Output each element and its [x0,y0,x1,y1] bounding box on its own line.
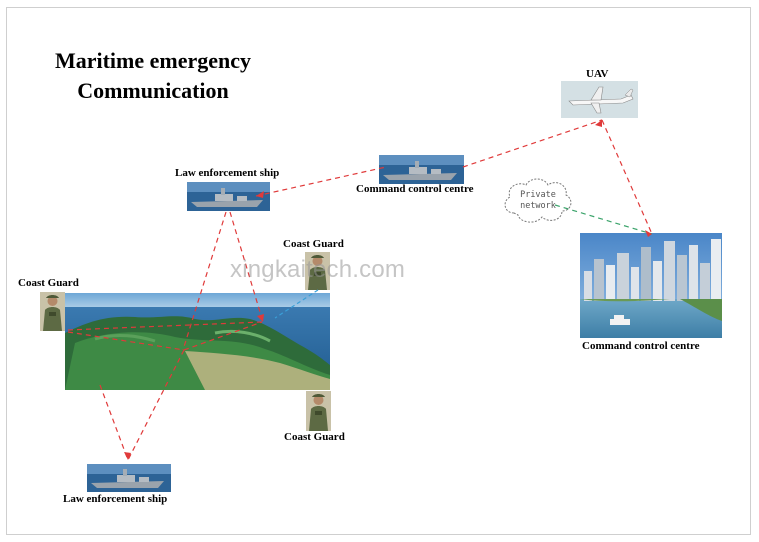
link-island-to-ship-bottom-right [127,349,185,461]
link-command-to-uav [462,119,603,168]
link-network-to-city [554,204,653,235]
link-ship-top-to-island-left [182,211,227,351]
command-centre-city-label: Command control centre [582,340,700,352]
uav-label: UAV [586,68,609,80]
law-ship-top-label: Law enforcement ship [175,167,280,179]
watermark-text: xingkaitech.com [230,256,406,283]
coast-guard-icon-right-bottom [306,391,331,431]
link-island-cross-1 [67,321,263,331]
private-network-label: Private network [512,190,564,212]
ship-image-center [379,155,464,184]
arrowhead-ship-bottom [124,452,131,460]
ship-image-top-left [187,182,270,211]
ship-image-bottom [87,464,171,492]
coast-guard-right-top-label: Coast Guard [283,238,344,250]
city-image [580,233,722,338]
command-centre-top-label: Command control centre [356,183,474,195]
link-uav-to-city [601,119,653,235]
link-coast-guard-to-island [274,289,319,319]
link-ship-top-to-island-right [229,211,264,323]
law-ship-bottom-label: Law enforcement ship [63,493,168,505]
title-line-2: Communication [77,78,229,103]
diagram-frame [6,7,751,535]
arrowhead-uav [595,120,602,127]
island-image [65,293,330,390]
link-island-cross-3 [183,321,263,351]
arrowhead-city [645,230,652,237]
coast-guard-left-label: Coast Guard [18,277,79,289]
uav-image [561,81,638,118]
private-network-label-line-2: network [520,201,556,211]
arrowhead-ship-top [256,191,264,198]
link-island-cross-2 [67,331,185,351]
link-ship-top-to-command [255,166,387,197]
title-line-1: Maritime emergency [54,48,252,73]
coast-guard-icon-right-top [305,252,330,290]
arrowhead-island-right [257,314,264,322]
link-island-to-ship-bottom-left [99,384,129,461]
coast-guard-right-bottom-label: Coast Guard [284,431,345,443]
private-network-cloud [504,178,572,223]
private-network-label-line-1: Private [520,190,556,200]
diagram-title: Maritime emergency Communication [22,46,284,106]
coast-guard-icon-left [40,292,65,331]
